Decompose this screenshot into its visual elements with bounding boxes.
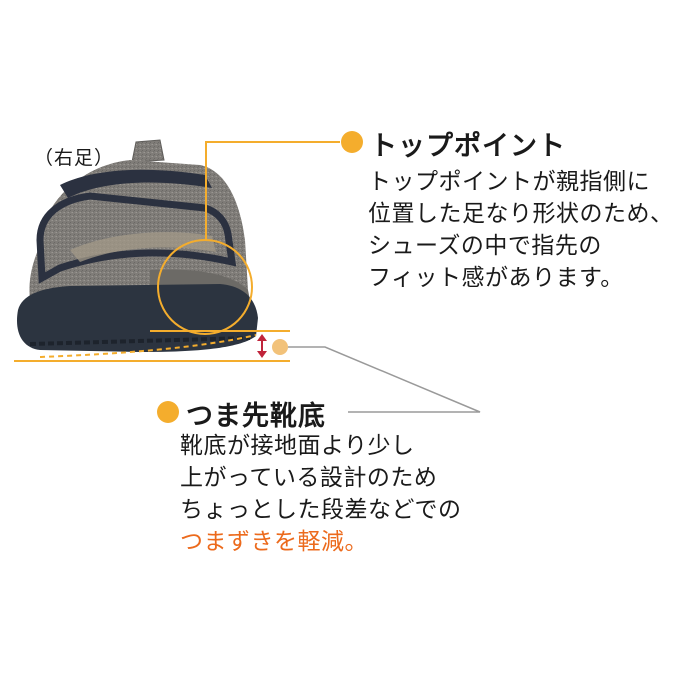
strap-lining (70, 232, 216, 262)
top-point-line: フィット感があります。 (368, 265, 624, 291)
toe-sole-highlight: つまずきを軽減。 (180, 529, 368, 555)
toe-sole-line: 靴底が接地面より少し (180, 433, 415, 459)
toe-sole-line: ちょっとした段差などでの (180, 497, 462, 523)
toe-sole-line: 上がっている設計のため (180, 465, 438, 491)
toe-sole-description: 靴底が接地面より少し 上がっている設計のため ちょっとした段差などでの つまずき… (180, 430, 462, 558)
double-arrow-vertical-icon (257, 334, 267, 358)
sole-tread (29, 336, 251, 346)
toe-sole-leader (288, 346, 481, 413)
heel-tab (131, 139, 165, 163)
top-point-line: シューズの中で指先の (368, 233, 602, 259)
top-point-description: トップポイントが親指側に 位置した足なり形状のため、 シューズの中で指先の フィ… (368, 166, 674, 294)
top-point-title: トップポイント (370, 131, 566, 162)
side-label: （右足） (34, 147, 115, 169)
top-point-leader (205, 141, 340, 240)
top-point-bullet-icon (341, 131, 363, 153)
top-point-line: 位置した足なり形状のため、 (368, 201, 674, 227)
toe-sole-bullet-icon (157, 401, 179, 423)
sole-lift-curve (39, 334, 257, 358)
toe-sole-title: つま先靴底 (186, 401, 326, 432)
top-point-line: トップポイントが親指側に (368, 169, 650, 195)
shoe-sole (16, 284, 259, 352)
toe-marker-dot (272, 339, 288, 355)
shoe-collar (60, 169, 212, 198)
